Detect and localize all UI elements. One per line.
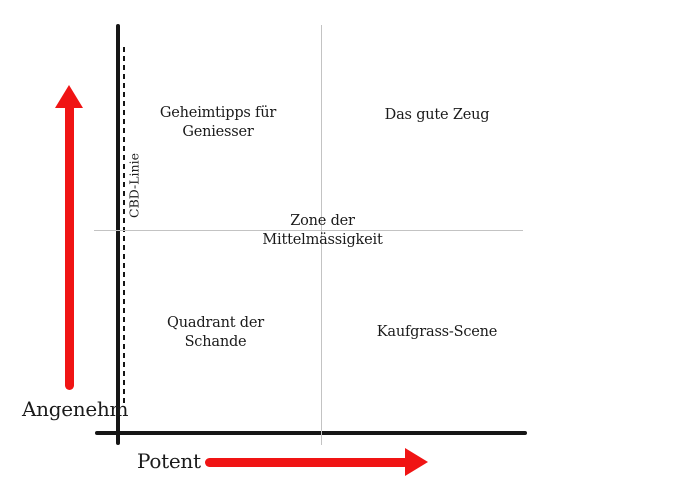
cbd-line-label: CBD-Linie (126, 153, 142, 218)
quadrant-label-top-left: Geheimtipps für Geniesser (159, 105, 277, 140)
right-arrow-shaft (205, 457, 409, 467)
quadrant-divider-vertical (321, 25, 322, 445)
quadrant-label-bottom-left: Quadrant der Schande (167, 315, 264, 350)
quadrant-divider-horizontal (94, 230, 523, 231)
x-axis-label: Potent (137, 449, 201, 473)
y-axis-label: Angenehm (22, 397, 129, 421)
quadrant-label-bottom-right: Kaufgrass-Scene (376, 324, 498, 340)
up-arrow-head (55, 85, 83, 108)
cbd-dashed-line (123, 47, 125, 405)
right-arrow-icon (205, 448, 428, 476)
quadrant-label-top-right: Das gute Zeug (384, 107, 490, 123)
up-arrow-icon (55, 85, 83, 390)
up-arrow-shaft (64, 101, 74, 390)
y-axis-line (116, 24, 120, 445)
right-arrow-head (405, 448, 428, 476)
quadrant-label-center: Zone der Mittelmässigkeit (262, 213, 383, 248)
x-axis-line (95, 431, 527, 435)
